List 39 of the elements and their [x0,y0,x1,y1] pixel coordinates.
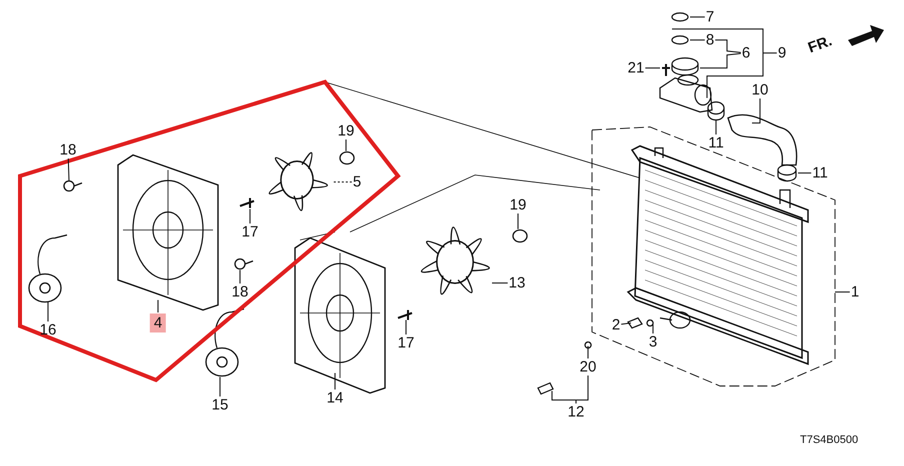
callout-number: 7 [706,10,714,24]
callout-number: 12 [568,404,584,420]
callout-number: 2 [612,318,620,332]
callout-number: 17 [398,336,414,350]
callout-number: 6 [742,46,750,60]
callout-number: 16 [40,322,56,338]
leader-line [620,322,632,325]
leader-line [752,98,760,124]
leader-line [652,324,654,334]
callout-number: 20 [580,360,596,374]
callout-number: 5 [352,174,362,190]
direction-label: FR. [806,32,834,57]
callout-number: 18 [60,142,76,158]
callout-number: 21 [628,60,644,76]
callout-number: 15 [212,398,228,412]
callout-number: 19 [338,124,354,138]
callout-number: 13 [508,276,526,290]
leader-line [334,372,336,390]
callout-number: 10 [752,82,768,98]
leader-line [714,40,742,53]
callout-number: 9 [778,46,786,60]
leader-line [68,158,70,182]
leader-line [672,28,778,98]
leader-line [492,282,508,284]
callout-number: 1 [850,284,860,300]
leader-line [576,375,588,404]
leader-line [798,172,812,174]
part-code: T7S4B0500 [800,434,858,446]
callout-number: 18 [232,284,248,300]
leader-line [700,53,742,68]
callout-number: 3 [648,334,658,350]
leader-line [690,16,706,18]
callout-number: 8 [706,32,714,48]
callout-number: 11 [812,166,828,180]
callout-number: 11 [708,136,724,150]
callout-number: 14 [326,390,344,406]
callout-number: 4 [150,314,166,332]
callout-number: 17 [242,224,258,240]
callout-number: 19 [510,198,526,212]
